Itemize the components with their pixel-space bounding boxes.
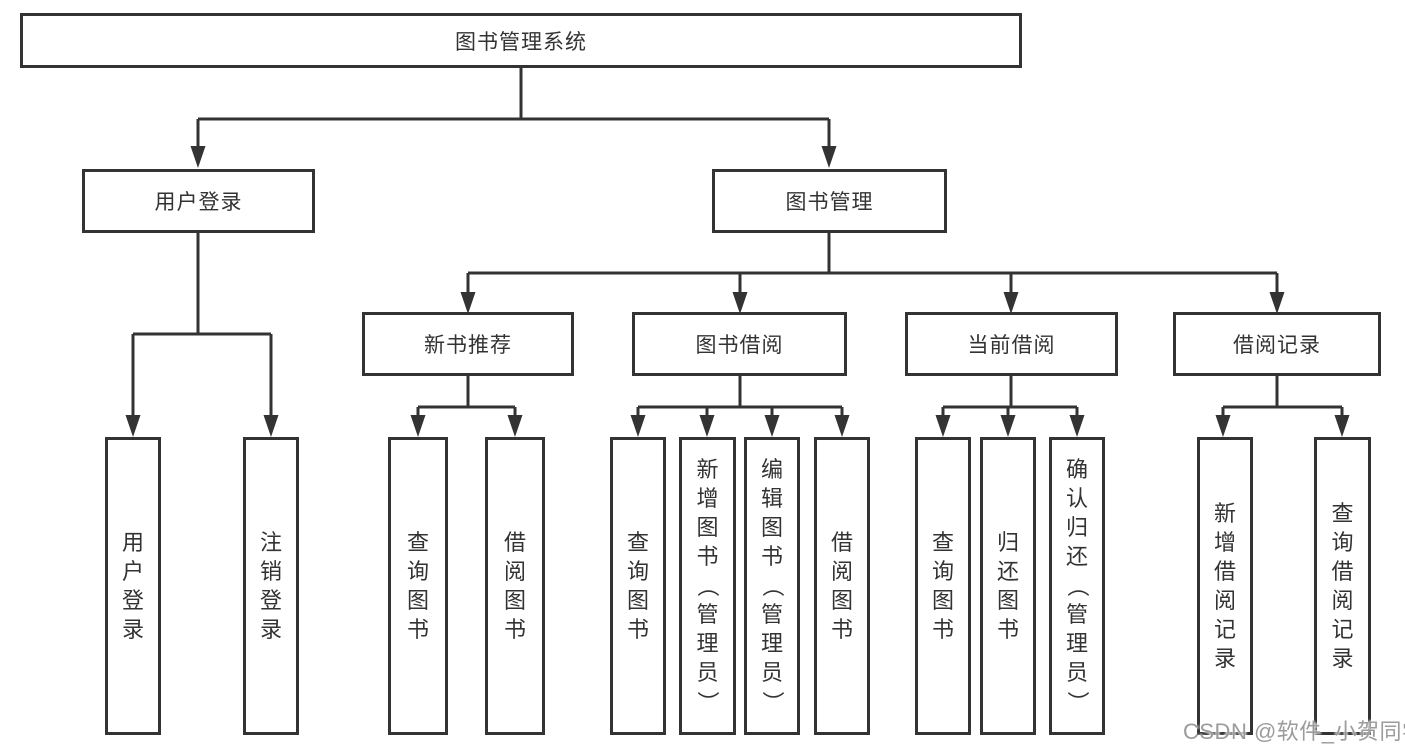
leaf-borrow-books: 借阅图书 bbox=[814, 437, 870, 735]
node-label: 借阅图书 bbox=[830, 529, 853, 642]
leaf-borrow-books-recommend: 借阅图书 bbox=[485, 437, 545, 735]
node-label: 新增借阅记录 bbox=[1213, 500, 1236, 671]
node-label: 用户登录 bbox=[121, 529, 144, 642]
node-label: 借阅记录 bbox=[1233, 334, 1321, 357]
node-label: 注销登录 bbox=[259, 529, 282, 642]
node-label: 图书借阅 bbox=[695, 334, 784, 357]
leaf-query-books-recommend: 查询图书 bbox=[388, 437, 448, 735]
node-label: 查询图书 bbox=[406, 529, 429, 642]
leaf-query-books-borrow: 查询图书 bbox=[610, 437, 666, 735]
leaf-add-books-admin: 新增图书（管理员） bbox=[679, 437, 736, 735]
arrowheads bbox=[125, 146, 1350, 437]
node-label: 查询借阅记录 bbox=[1331, 500, 1354, 671]
leaf-user-login: 用户登录 bbox=[105, 437, 161, 735]
node-new-book-recommend: 新书推荐 bbox=[362, 312, 574, 376]
leaf-query-borrow-record: 查询借阅记录 bbox=[1314, 437, 1371, 735]
node-label: 当前借阅 bbox=[967, 334, 1056, 357]
node-label: 用户登录 bbox=[154, 191, 243, 214]
leaf-edit-books-admin: 编辑图书（管理员） bbox=[744, 437, 800, 735]
node-user-login: 用户登录 bbox=[82, 169, 315, 233]
leaf-logout: 注销登录 bbox=[243, 437, 299, 735]
leaf-add-borrow-record: 新增借阅记录 bbox=[1197, 437, 1253, 735]
csdn-watermark: CSDN @软件_小贺同学 bbox=[1183, 719, 1405, 744]
node-current-borrow: 当前借阅 bbox=[905, 312, 1118, 376]
node-label: 查询图书 bbox=[626, 529, 649, 642]
node-label: 图书管理系统 bbox=[455, 30, 587, 54]
leaf-return-books: 归还图书 bbox=[980, 437, 1036, 735]
node-label: 查询图书 bbox=[931, 529, 954, 642]
node-label: 新书推荐 bbox=[424, 334, 512, 357]
node-label: 图书管理 bbox=[785, 191, 874, 214]
node-borrow-records: 借阅记录 bbox=[1173, 312, 1381, 376]
leaf-confirm-return-admin: 确认归还（管理员） bbox=[1049, 437, 1105, 735]
node-label: 确认归还（管理员） bbox=[1064, 457, 1090, 714]
node-label: 借阅图书 bbox=[503, 529, 526, 642]
node-label: 编辑图书（管理员） bbox=[759, 457, 785, 714]
node-book-management: 图书管理 bbox=[712, 169, 947, 233]
node-label: 归还图书 bbox=[996, 529, 1019, 642]
node-label: 新增图书（管理员） bbox=[695, 457, 721, 714]
node-library-management-system: 图书管理系统 bbox=[20, 13, 1022, 68]
node-book-borrow: 图书借阅 bbox=[632, 312, 847, 376]
leaf-query-books-current: 查询图书 bbox=[915, 437, 971, 735]
